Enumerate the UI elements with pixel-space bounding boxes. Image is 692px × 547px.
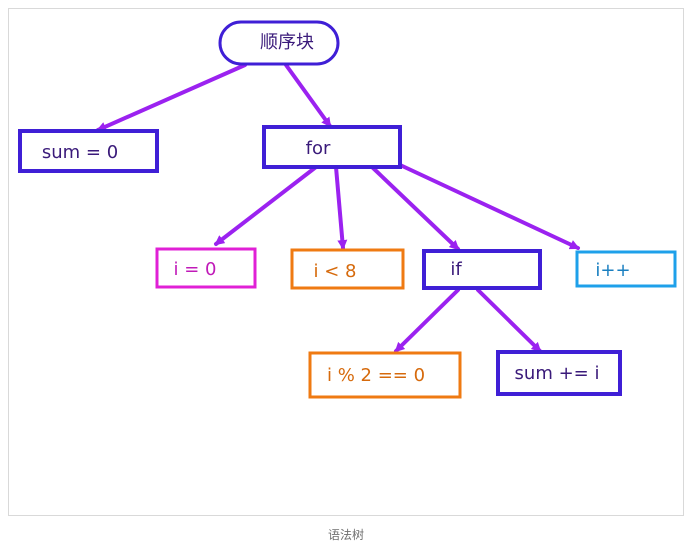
node-sum-add: sum += i bbox=[496, 350, 622, 396]
edge-if-if-cond bbox=[394, 288, 460, 353]
edge-for-if bbox=[370, 165, 460, 251]
node-i-cond-label: i < 8 bbox=[314, 261, 357, 282]
edge-if-sum-add bbox=[476, 288, 542, 353]
node-sum-init-label: sum = 0 bbox=[42, 142, 118, 163]
node-if-label: if bbox=[450, 259, 462, 280]
node-i-init: i = 0 bbox=[155, 247, 257, 289]
node-for: for bbox=[262, 125, 402, 169]
node-i-inc: i++ bbox=[575, 250, 677, 288]
node-if-cond: i % 2 == 0 bbox=[308, 351, 462, 399]
edge-root-for bbox=[284, 63, 332, 128]
node-sum-init: sum = 0 bbox=[18, 129, 159, 173]
node-sum-add-label: sum += i bbox=[515, 363, 600, 384]
edge-for-i-cond bbox=[334, 165, 348, 250]
node-root-label: 顺序块 bbox=[260, 32, 314, 53]
node-if: if bbox=[422, 249, 542, 290]
node-i-inc-label: i++ bbox=[595, 260, 630, 281]
figure-caption: 语法树 bbox=[327, 528, 364, 542]
edges bbox=[96, 63, 580, 353]
edge-for-i-init bbox=[214, 165, 318, 246]
node-root: 顺序块 bbox=[218, 20, 340, 66]
edge-for-i-inc bbox=[396, 162, 580, 250]
node-if-cond-label: i % 2 == 0 bbox=[327, 365, 425, 386]
node-i-cond: i < 8 bbox=[290, 248, 405, 290]
edge-root-sum-init bbox=[96, 63, 247, 132]
node-i-init-label: i = 0 bbox=[174, 259, 217, 280]
node-for-label: for bbox=[306, 138, 331, 159]
